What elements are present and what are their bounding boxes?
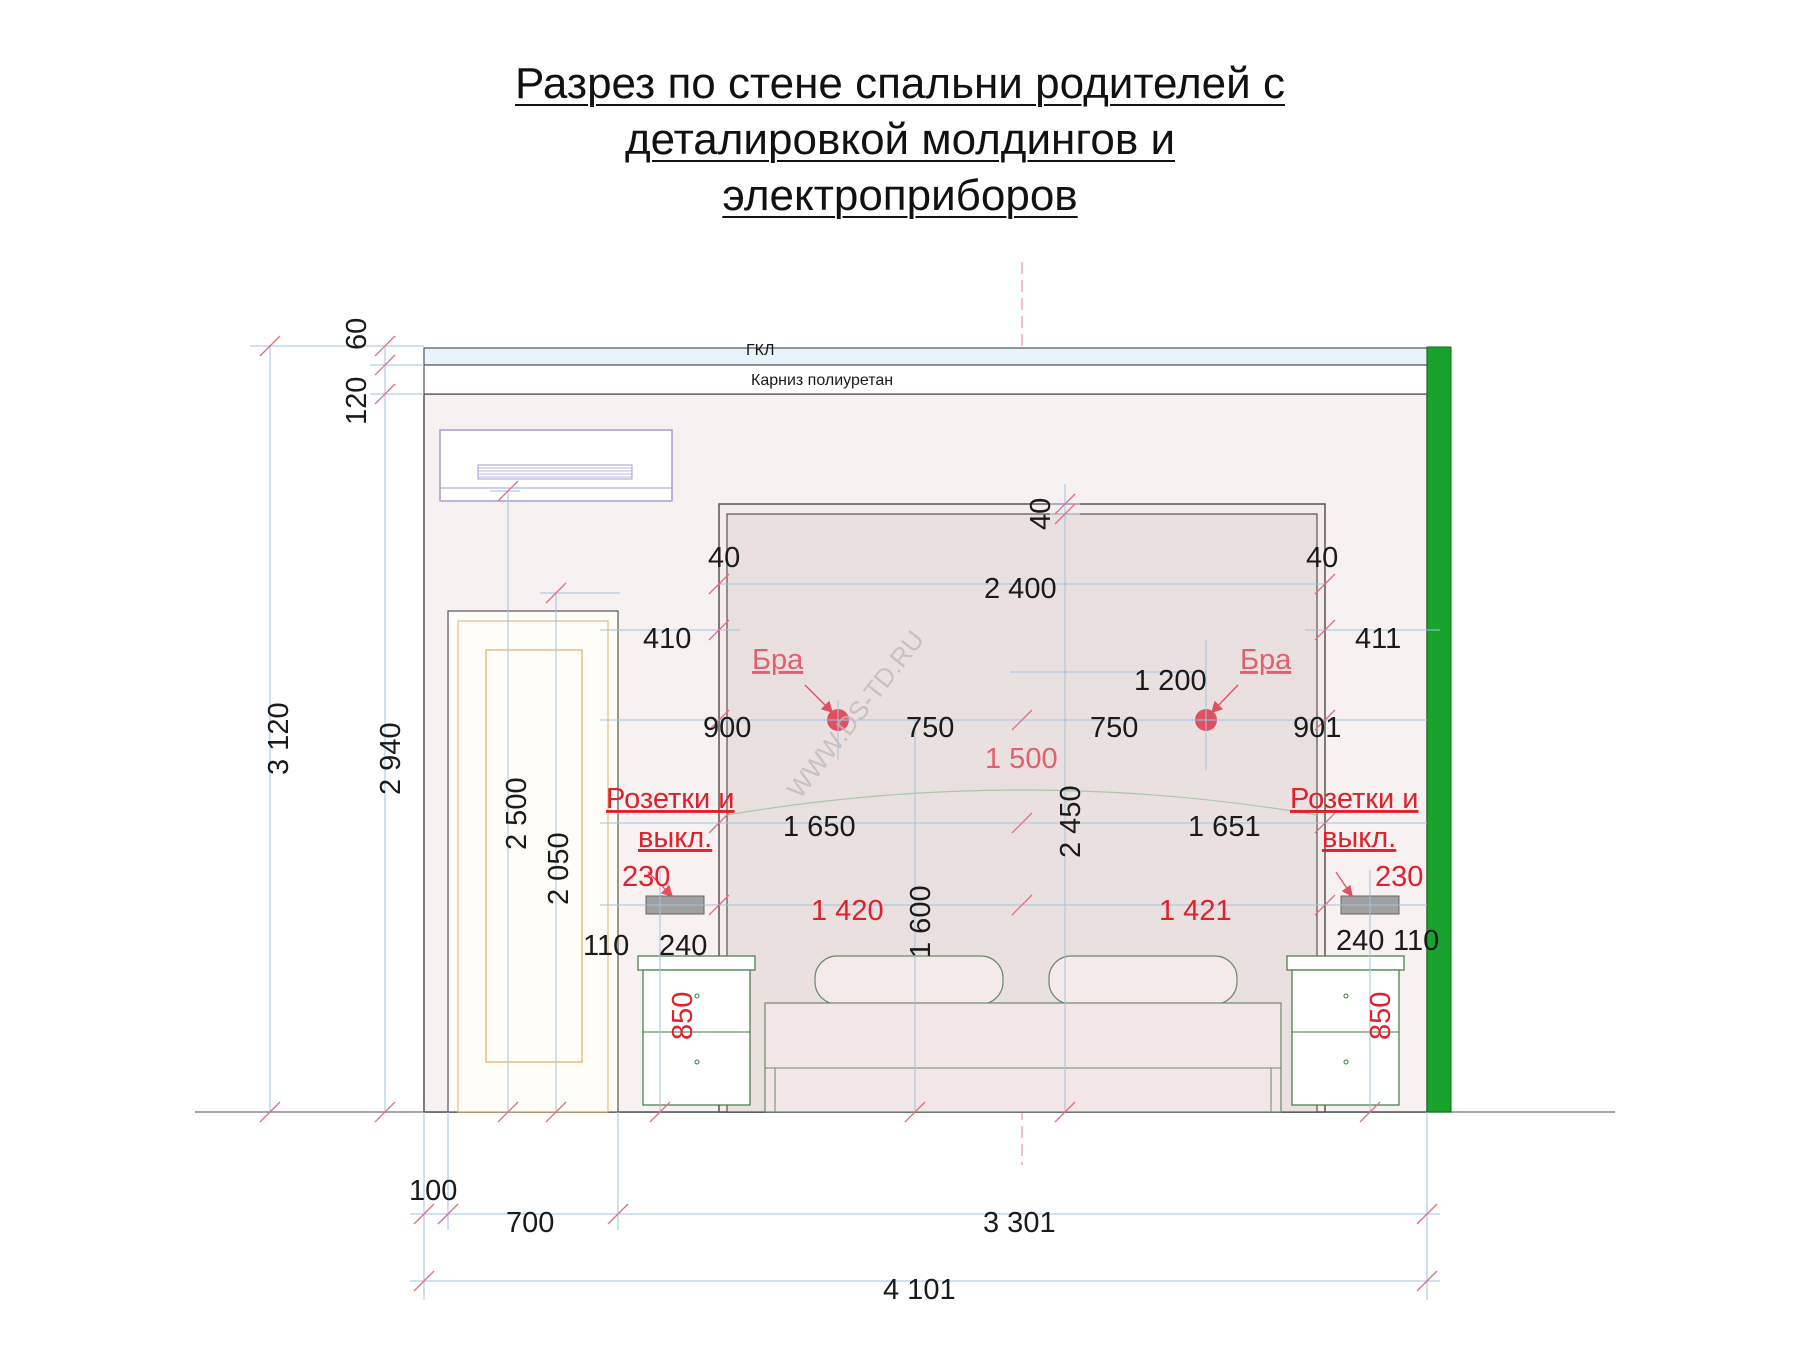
dim-230-left: 230 [622,861,670,893]
dim-100: 100 [409,1175,457,1207]
dim-1651: 1 651 [1188,811,1261,843]
dim-110-left: 110 [583,930,629,962]
dim-40-left: 40 [708,542,740,574]
dim-700: 700 [506,1207,554,1239]
dim-2450: 2 450 [1055,785,1087,858]
cornice-layer [423,364,1428,395]
dim-750-right: 750 [1090,712,1138,744]
dim-120: 120 [341,377,373,425]
dim-40-right: 40 [1306,542,1338,574]
dim-1600: 1 600 [905,885,937,958]
dim-40-top: 40 [1025,498,1057,530]
dim-1650: 1 650 [783,811,856,843]
dim-1421: 1 421 [1159,895,1232,927]
dim-4101: 4 101 [883,1274,956,1306]
dim-3120: 3 120 [263,702,295,775]
dim-2050: 2 050 [543,832,575,905]
dimension-lines [250,345,1440,1300]
dim-110-right: 110 [1393,925,1439,957]
air-conditioner-icon [439,429,673,502]
dim-850-right: 850 [1365,992,1397,1040]
dim-230-right: 230 [1375,861,1423,893]
title-line-1: Разрез по стене спальни родителей с [515,59,1285,108]
dim-1420: 1 420 [811,895,884,927]
dim-240-left: 240 [659,930,707,962]
title-line-2: деталировкой молдингов и [624,115,1176,164]
sockets-label-right-line2: выкл. [1322,822,1396,854]
dimension-ticks [259,335,1438,1292]
green-column [1426,346,1452,1113]
dim-60: 60 [341,318,373,350]
dim-411: 411 [1355,623,1401,655]
dim-2500: 2 500 [501,777,533,850]
dim-1200: 1 200 [1134,665,1207,697]
dim-240-right: 240 [1336,925,1384,957]
nightstand-right [1286,955,1405,1106]
bed [726,789,1318,1113]
dim-2400: 2 400 [984,573,1057,605]
door [447,610,619,1113]
gkl-layer [423,347,1428,366]
gkl-label: ГКЛ [746,342,774,359]
dim-2940: 2 940 [375,722,407,795]
cornice-label: Карниз полиуретан [751,372,893,389]
dim-410: 410 [643,623,691,655]
drawing-title: Разрез по стене спальни родителей с дета… [0,56,1800,224]
sockets-label-right-line1: Розетки и [1290,783,1418,815]
dim-901: 901 [1293,712,1341,744]
dim-750-left: 750 [906,712,954,744]
leader-arrows [647,684,1353,898]
bra-label-right: Бра [1240,644,1292,676]
title-line-3: электроприборов [722,171,1078,220]
dim-850-left: 850 [667,992,699,1040]
sockets-label-left-line1: Розетки и [606,783,734,815]
sockets-label-left-line2: выкл. [638,822,712,854]
nightstand-left [637,955,756,1106]
dim-1500: 1 500 [985,743,1058,775]
dim-3301: 3 301 [983,1207,1056,1239]
dim-900: 900 [703,712,751,744]
bra-label-left: Бра [752,644,804,676]
